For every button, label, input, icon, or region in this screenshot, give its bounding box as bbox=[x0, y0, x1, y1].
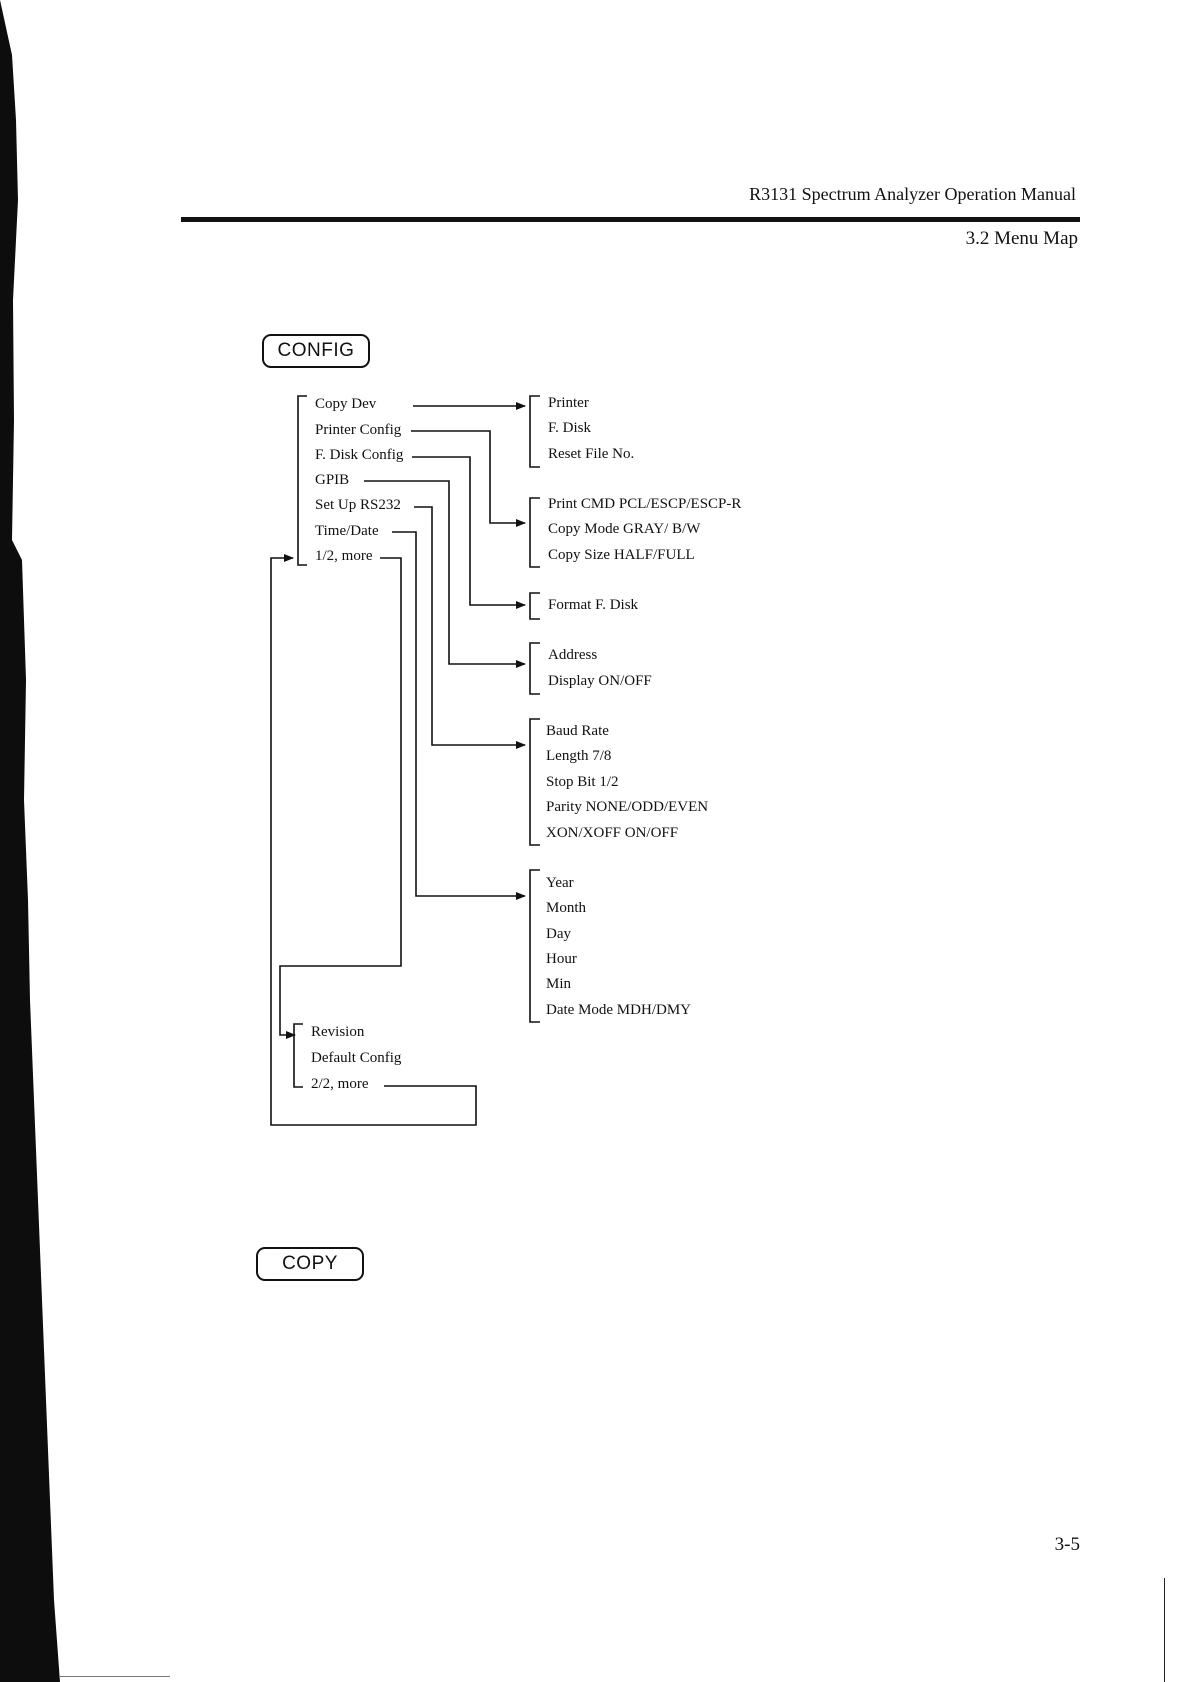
menu-item-default-config: Default Config bbox=[311, 1050, 402, 1066]
binding-edge bbox=[0, 0, 60, 1682]
bracket-page2-menu bbox=[293, 1023, 303, 1088]
submenu-item: Hour bbox=[546, 951, 577, 967]
submenu-item: Parity NONE/ODD/EVEN bbox=[546, 799, 708, 815]
submenu-item: F. Disk bbox=[548, 420, 591, 436]
menu-item-time-date: Time/Date bbox=[315, 523, 379, 539]
submenu-item: Date Mode MDH/DMY bbox=[546, 1002, 691, 1018]
bracket-gpib bbox=[529, 642, 540, 695]
arrow-page2-more bbox=[270, 554, 477, 1126]
submenu-item: Reset File No. bbox=[548, 446, 634, 462]
page-number: 3-5 bbox=[1054, 1534, 1080, 1555]
submenu-item: Format F. Disk bbox=[548, 597, 639, 613]
submenu-item: Copy Size HALF/FULL bbox=[548, 547, 695, 563]
arrow-rs232 bbox=[414, 506, 526, 749]
submenu-item: Min bbox=[546, 976, 572, 992]
arrow-time-date bbox=[392, 531, 526, 900]
config-key[interactable]: CONFIG bbox=[262, 334, 370, 368]
submenu-item: Address bbox=[548, 647, 597, 663]
arrow-page1-more bbox=[279, 557, 402, 1039]
scan-mark bbox=[60, 1676, 170, 1677]
bracket-main-menu bbox=[297, 395, 307, 566]
bracket-time-date bbox=[529, 869, 540, 1023]
header-rule bbox=[181, 217, 1080, 222]
bracket-rs232 bbox=[529, 718, 540, 846]
submenu-item: Print CMD PCL/ESCP/ESCP-R bbox=[548, 496, 741, 512]
menu-item-revision: Revision bbox=[311, 1024, 365, 1040]
menu-item-printer-config: Printer Config bbox=[315, 422, 402, 438]
submenu-item: Year bbox=[546, 875, 574, 891]
submenu-item: Day bbox=[546, 926, 571, 942]
menu-item-page1-more: 1/2, more bbox=[315, 548, 373, 564]
submenu-item: Length 7/8 bbox=[546, 748, 611, 764]
bracket-printer-config bbox=[529, 497, 540, 568]
submenu-item: XON/XOFF ON/OFF bbox=[546, 825, 678, 841]
menu-item-copy-dev: Copy Dev bbox=[315, 396, 377, 412]
submenu-item: Month bbox=[546, 900, 587, 916]
menu-item-page2-more: 2/2, more bbox=[311, 1076, 369, 1092]
submenu-item: Printer bbox=[548, 395, 589, 411]
submenu-item: Display ON/OFF bbox=[548, 673, 652, 689]
bracket-copy-dev bbox=[529, 395, 540, 468]
menu-item-gpib: GPIB bbox=[315, 472, 349, 488]
menu-item-rs232: Set Up RS232 bbox=[315, 497, 401, 513]
submenu-item: Copy Mode GRAY/ B/W bbox=[548, 521, 701, 537]
arrow-printer-config bbox=[411, 430, 526, 527]
arrow-gpib bbox=[364, 480, 526, 668]
header-title: R3131 Spectrum Analyzer Operation Manual bbox=[749, 184, 1076, 204]
bracket-fdisk-config bbox=[529, 592, 540, 620]
arrow-fdisk-config bbox=[412, 456, 526, 609]
submenu-item: Baud Rate bbox=[546, 723, 609, 739]
menu-item-fdisk-config: F. Disk Config bbox=[315, 447, 404, 463]
scan-mark bbox=[1164, 1578, 1165, 1682]
submenu-item: Stop Bit 1/2 bbox=[546, 774, 619, 790]
copy-key[interactable]: COPY bbox=[256, 1247, 364, 1281]
section-title: 3.2 Menu Map bbox=[965, 228, 1078, 249]
